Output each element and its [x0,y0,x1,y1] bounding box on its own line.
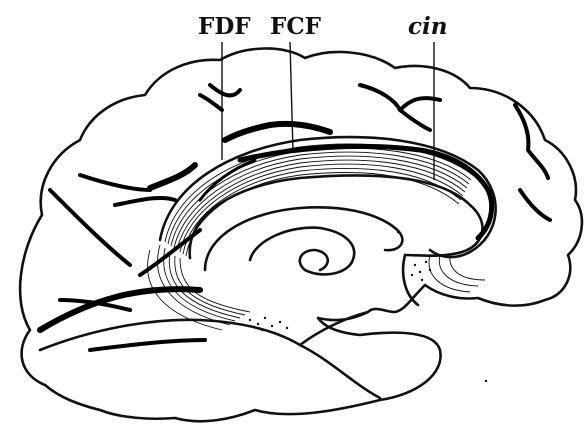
hemisphere-outline [20,48,582,421]
label-fcf: FCF [270,13,322,40]
parieto-occipital-sulcus [50,190,130,265]
corpus-callosum-inner-edge [190,175,483,258]
cingulum-bundle [160,137,496,258]
sulci [40,85,550,350]
thalamus-inner-curl [300,250,328,270]
temporal-lobe-contour [40,320,380,398]
label-fdf: FDF [198,13,251,40]
brain-contour [20,48,582,421]
label-cin: cin [408,13,447,40]
fornix-contour [205,207,402,270]
leader-fcf [290,42,293,152]
hippocampal-turn [403,255,418,305]
